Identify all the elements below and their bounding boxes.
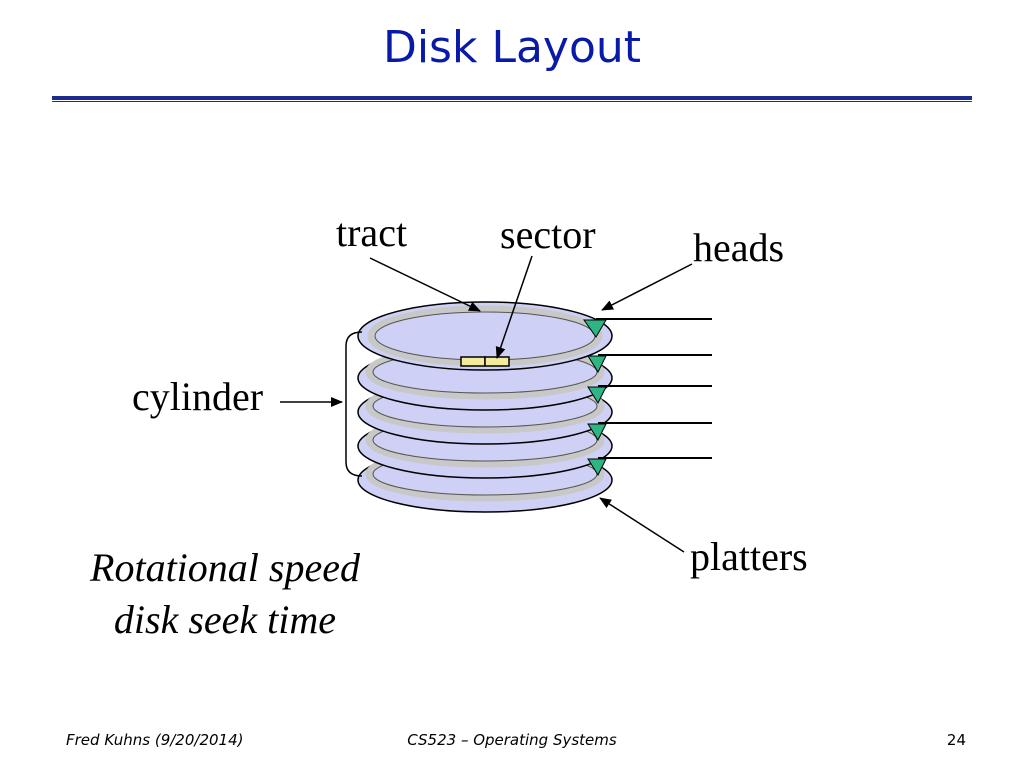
tract-arrow — [369, 257, 481, 312]
title-divider-thin — [52, 101, 972, 102]
footer-page-number: 24 — [946, 731, 966, 749]
platter-stack — [357, 301, 613, 513]
heads-group — [583, 318, 712, 477]
sector-arrow — [495, 255, 533, 359]
footer-author: Fred Kuhns (9/20/2014) — [66, 731, 244, 749]
caption-line-2: disk seek time — [113, 597, 337, 642]
head-3 — [587, 386, 607, 405]
sector-label: sector — [500, 212, 596, 257]
platters-arrow — [599, 497, 685, 553]
cylinder-label: cylinder — [132, 374, 263, 419]
cylinder-bracket — [345, 331, 363, 477]
head-1 — [583, 319, 607, 338]
head-4 — [587, 423, 607, 442]
heads-arrow — [601, 263, 693, 311]
tract-label: tract — [336, 210, 407, 255]
title-divider — [52, 96, 972, 100]
head-5 — [587, 458, 607, 477]
platters-label: platters — [690, 534, 808, 579]
heads-label: heads — [693, 225, 784, 270]
sector-block — [460, 356, 510, 367]
caption: Rotational speed disk seek time — [40, 542, 410, 646]
head-2 — [587, 355, 607, 374]
slide-title: Disk Layout — [382, 22, 642, 73]
footer-course: CS523 – Operating Systems — [407, 731, 617, 749]
caption-line-1: Rotational speed — [90, 545, 360, 590]
